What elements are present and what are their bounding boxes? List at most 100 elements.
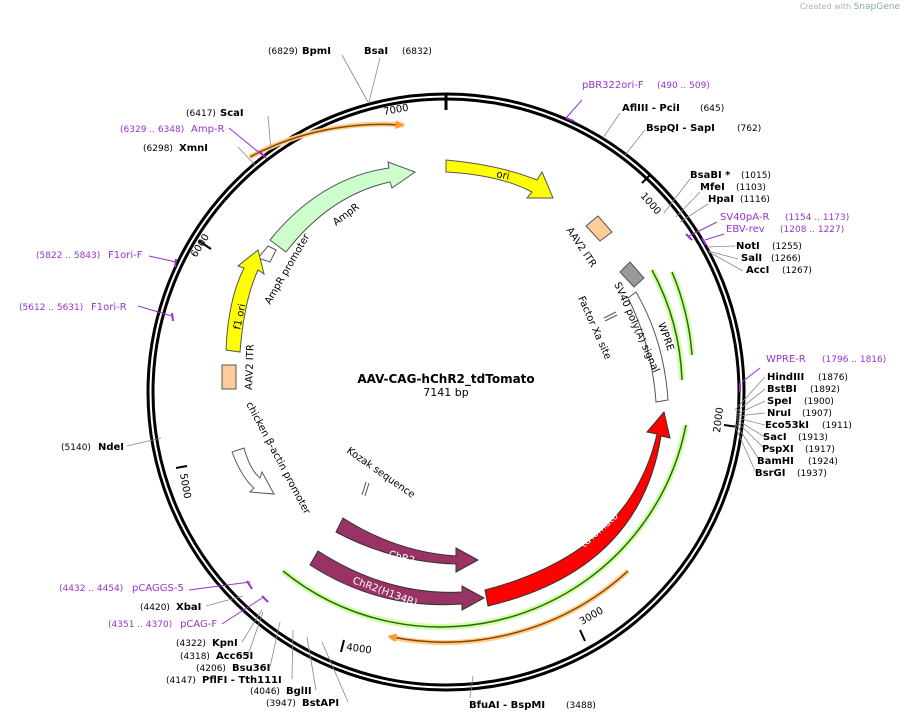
feature-aav2-itr-left[interactable]: AAV2 ITR: [221, 344, 257, 390]
feature-factor-xa-label: Factor Xa site: [575, 295, 613, 362]
site-bsabi-pos: (1015): [741, 171, 771, 181]
primer-sv40pa-r[interactable]: SV40pA-R: [720, 212, 769, 223]
site-bglii-pos: (4046): [250, 687, 280, 697]
site-eco53ki-pos: (1911): [822, 421, 852, 431]
primer-amp-r-range: (6329 .. 6348): [120, 125, 184, 135]
site-mfei[interactable]: MfeI: [700, 182, 725, 193]
feature-chicken-actin-promoter-label: chicken β-actin promoter: [243, 400, 312, 517]
snapgene-credit: Created with SnapGene: [800, 2, 900, 12]
tick-label-1000: 1000: [638, 191, 663, 217]
orf-green-1-line: [282, 424, 687, 628]
primer-pbr322ori-f-range: (490 .. 509): [657, 81, 710, 91]
primer-amp-r[interactable]: Amp-R: [191, 124, 225, 135]
snapgene-logo: SnapGene: [853, 2, 900, 12]
plasmid-title: AAV-CAG-hChR2_tdTomato: [357, 372, 534, 387]
site-bsai-pos: (6832): [402, 47, 432, 57]
site-acci-pos: (1267): [782, 266, 812, 276]
site-xbai[interactable]: XbaI: [176, 602, 201, 613]
primer-ebv-rev[interactable]: EBV-rev: [726, 224, 765, 235]
site-spei[interactable]: SpeI: [767, 396, 792, 407]
site-kpni[interactable]: KpnI: [212, 638, 238, 649]
feature-f1-ori-label: f1 ori: [232, 303, 248, 331]
site-xmni[interactable]: XmnI: [179, 143, 208, 154]
primer-pcag-f-range: (4351 .. 4370): [108, 620, 172, 630]
primer-markers: [137, 99, 761, 625]
feature-chr2[interactable]: ChR2: [335, 517, 480, 573]
site-hpai[interactable]: HpaI: [708, 194, 734, 205]
tick-label-4000: 4000: [346, 642, 373, 656]
site-pspxi[interactable]: PspXI: [762, 444, 794, 455]
primer-ebv-rev-range: (1208 .. 1227): [780, 225, 844, 235]
site-saci[interactable]: SacI: [763, 432, 787, 443]
feature-chicken-actin-promoter[interactable]: chicken β-actin promoter: [231, 400, 312, 517]
primer-f1ori-r-range: (5612 .. 5631): [19, 303, 83, 313]
orf-green-2-line: [651, 269, 683, 381]
site-bamhi[interactable]: BamHI: [757, 456, 794, 467]
feature-tdtomato[interactable]: tdTomato: [484, 410, 671, 607]
site-bamhi-pos: (1924): [808, 457, 838, 467]
site-noti-pos: (1255): [772, 242, 802, 252]
primer-labels: pBR322ori-F (490 .. 509) SV40pA-R (1154 …: [19, 80, 886, 630]
site-bglii[interactable]: BglII: [286, 686, 312, 697]
site-bsu36i-pos: (4206): [196, 664, 226, 674]
primer-pbr322ori-f[interactable]: pBR322ori-F: [582, 80, 644, 91]
site-bsai[interactable]: BsaI: [364, 46, 388, 57]
site-bspqi-sapi[interactable]: BspQI - SapI: [646, 123, 715, 134]
site-scai-pos: (6417): [186, 109, 216, 119]
site-pflfi-tth111i[interactable]: PflFI - Tth111I: [202, 675, 282, 686]
site-bpmi-pos: (6829): [268, 47, 298, 57]
feature-kozak-sequence: Kozak sequence: [344, 445, 416, 500]
tick-label-3000: 3000: [578, 605, 606, 627]
site-bsrgi[interactable]: BsrGI: [755, 468, 785, 479]
primer-pcag-f[interactable]: pCAG-F: [180, 619, 217, 630]
site-afliii-pcii-pos: (645): [700, 104, 724, 114]
feature-factor-xa-site: Factor Xa site: [575, 295, 618, 362]
leader-lines: [126, 54, 766, 703]
site-acc65i-pos: (4318): [180, 652, 210, 662]
feature-kozak-label: Kozak sequence: [344, 445, 416, 500]
site-eco53ki[interactable]: Eco53kI: [765, 420, 809, 431]
site-hindiii-pos: (1876): [818, 373, 848, 383]
feature-ampr[interactable]: AmpR: [269, 161, 417, 253]
site-acc65i[interactable]: Acc65I: [216, 651, 253, 662]
site-hindiii[interactable]: HindIII: [767, 372, 804, 383]
site-nrui[interactable]: NruI: [767, 408, 791, 419]
orf-arc-bottom-line: [387, 570, 629, 643]
site-sali-pos: (1266): [771, 254, 801, 264]
primer-wpre-r[interactable]: WPRE-R: [766, 354, 806, 365]
primer-f1ori-f[interactable]: F1ori-F: [108, 250, 143, 261]
site-acci[interactable]: AccI: [746, 265, 769, 276]
feature-ampr-label: AmpR: [331, 202, 362, 229]
feature-aav2-itr-right[interactable]: AAV2 ITR: [564, 215, 613, 270]
feature-ori[interactable]: ori: [445, 159, 554, 199]
site-bfuai-bspmi-pos: (3488): [566, 701, 596, 711]
site-bfuai-bspmi[interactable]: BfuAI - BspMI: [469, 700, 545, 711]
site-bstapi[interactable]: BstAPI: [302, 698, 339, 709]
site-pspxi-pos: (1917): [805, 445, 835, 455]
primer-pcaggs-5[interactable]: pCAGGS-5: [132, 583, 184, 594]
primer-pcaggs-5-range: (4432 .. 4454): [59, 584, 123, 594]
site-ndei-pos: (5140): [61, 443, 91, 453]
site-ndei[interactable]: NdeI: [98, 442, 124, 453]
site-bspqi-sapi-pos: (762): [737, 124, 761, 134]
site-sali[interactable]: SalI: [741, 253, 762, 264]
tick-label-7000: 7000: [383, 103, 410, 118]
orf-green-3-line: [671, 271, 693, 356]
site-bsu36i[interactable]: Bsu36I: [232, 663, 270, 674]
site-bsabi[interactable]: BsaBI *: [690, 170, 731, 181]
site-afliii-pcii[interactable]: AflIII - PciI: [622, 103, 680, 114]
primer-wpre-r-range: (1796 .. 1816): [822, 355, 886, 365]
orf-arc-bottom: [389, 569, 630, 645]
site-labels: (6829) BpmI BsaI (6832) (6417) ScaI (629…: [61, 46, 852, 711]
site-bpmi[interactable]: BpmI: [302, 46, 331, 57]
site-bstbi-pos: (1892): [810, 385, 840, 395]
site-bsrgi-pos: (1937): [797, 469, 827, 479]
site-noti[interactable]: NotI: [736, 241, 760, 252]
primer-f1ori-r[interactable]: F1ori-R: [91, 302, 127, 313]
plasmid-length: 7141 bp: [423, 386, 468, 399]
orf-arc-top-line: [249, 120, 405, 158]
feature-f1-ori[interactable]: f1 ori: [225, 249, 265, 353]
site-scai[interactable]: ScaI: [220, 108, 244, 119]
site-bstbi[interactable]: BstBI: [767, 384, 797, 395]
